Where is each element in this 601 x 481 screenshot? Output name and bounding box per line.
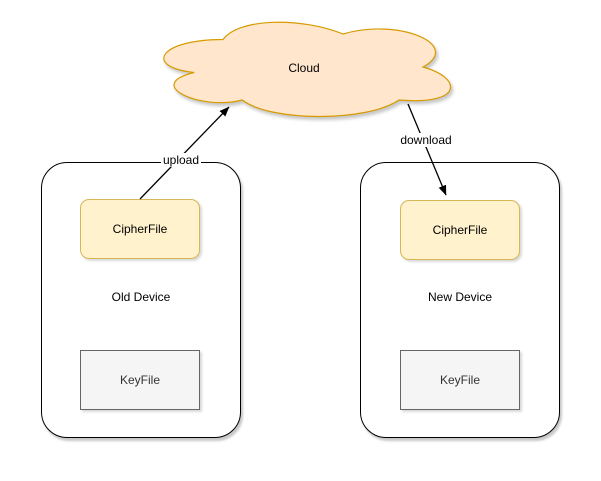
device-old: CipherFile Old Device KeyFile [41,162,241,438]
download-edge-label: download [398,133,454,147]
upload-edge-label: upload [160,153,202,167]
keyfile-new-label: KeyFile [439,373,480,387]
keyfile-new: KeyFile [400,350,520,410]
cipherfile-new: CipherFile [400,200,520,260]
device-old-label: Old Device [111,290,171,304]
keyfile-old: KeyFile [80,350,200,410]
cipherfile-old: CipherFile [80,199,200,259]
keyfile-old-label: KeyFile [119,373,160,387]
cloud-icon [163,21,452,118]
cloud-label: Cloud [288,60,320,75]
cipherfile-new-label: CipherFile [432,223,488,237]
device-new-label: New Device [427,290,493,304]
cloud-path [163,21,452,118]
cloud-shape: Cloud [142,11,466,124]
cipherfile-old-label: CipherFile [112,222,168,236]
device-new: CipherFile New Device KeyFile [360,162,560,438]
